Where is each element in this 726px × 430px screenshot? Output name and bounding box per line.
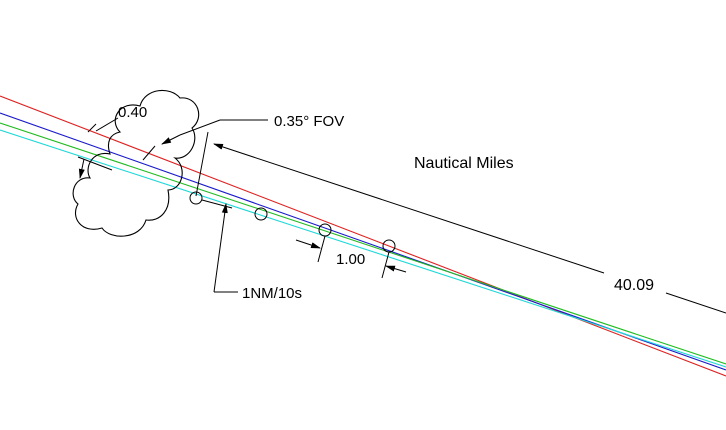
marker-1 <box>189 191 203 205</box>
rate-label: 1NM/10s <box>242 285 302 302</box>
spacing-dimension <box>295 235 407 279</box>
distance-label: 40.09 <box>614 277 654 294</box>
rate-leader <box>213 203 238 293</box>
green-line <box>0 122 726 365</box>
cloud-icon <box>72 89 200 237</box>
red-line <box>0 95 726 377</box>
offset-label: 0.40 <box>118 104 147 121</box>
distance-dimension <box>195 131 726 314</box>
fov-label: 0.35° FOV <box>274 113 344 130</box>
spacing-label: 1.00 <box>336 251 365 268</box>
cyan-line <box>0 129 726 368</box>
offset-dimension <box>77 117 268 179</box>
units-title: Nautical Miles <box>414 155 514 172</box>
marker-2 <box>254 207 268 221</box>
sight-lines <box>0 95 726 377</box>
